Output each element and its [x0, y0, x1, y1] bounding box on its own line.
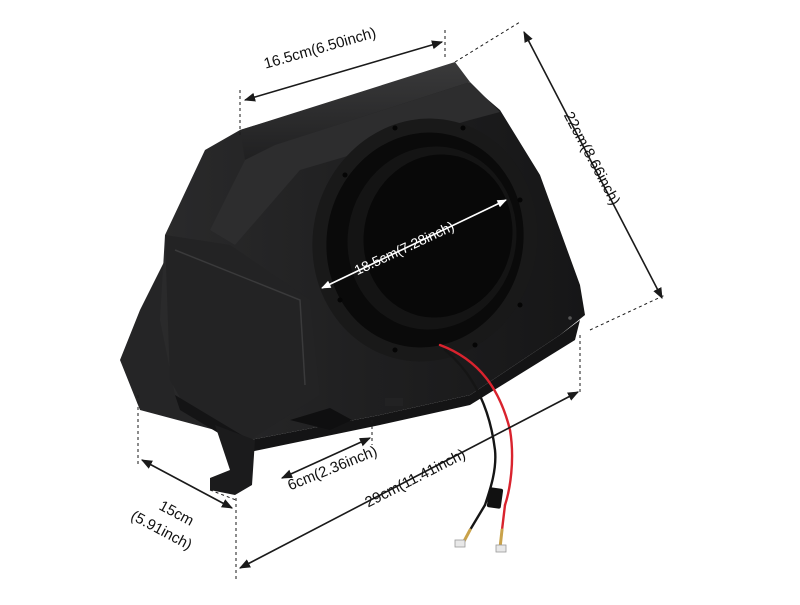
opening-dimension-line [321, 199, 507, 289]
dimension-lines [137, 21, 666, 580]
enclosure-body [120, 62, 585, 495]
